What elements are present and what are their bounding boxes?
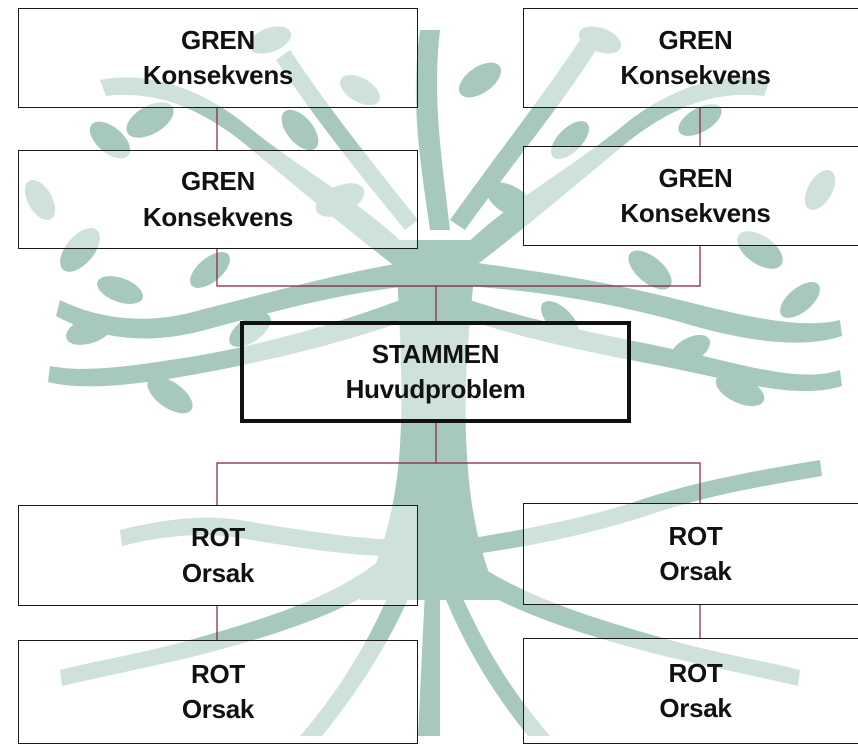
branch-title: GREN: [181, 24, 255, 55]
root-node-lower-right: ROT Orsak: [523, 638, 858, 744]
branch-subtitle: Konsekvens: [142, 60, 294, 90]
branch-node-top-left: GREN Konsekvens: [18, 8, 418, 108]
root-title: ROT: [668, 657, 723, 688]
root-title: ROT: [668, 520, 723, 551]
branch-title: GREN: [658, 162, 733, 193]
connector-branches-to-trunk: [216, 246, 701, 287]
root-node-upper-right: ROT Orsak: [523, 503, 858, 605]
branch-node-middle-left: GREN Konsekvens: [18, 150, 418, 249]
trunk-subtitle: Huvudproblem: [345, 374, 526, 404]
branch-node-top-right: GREN Konsekvens: [523, 8, 858, 108]
branch-node-middle-right: GREN Konsekvens: [523, 146, 858, 246]
root-subtitle: Orsak: [181, 694, 255, 724]
root-subtitle: Orsak: [659, 693, 732, 723]
root-node-upper-left: ROT Orsak: [18, 505, 418, 606]
branch-title: GREN: [181, 166, 255, 197]
branch-subtitle: Konsekvens: [142, 201, 294, 232]
branch-title: GREN: [658, 24, 733, 55]
branch-subtitle: Konsekvens: [620, 60, 771, 90]
root-subtitle: Orsak: [181, 557, 255, 588]
trunk-title: STAMMEN: [371, 338, 500, 369]
branch-subtitle: Konsekvens: [620, 198, 771, 228]
connector-trunk-to-roots: [216, 462, 701, 505]
root-node-lower-left: ROT Orsak: [18, 640, 418, 744]
root-subtitle: Orsak: [659, 556, 732, 586]
trunk-node: STAMMEN Huvudproblem: [240, 321, 631, 423]
root-title: ROT: [191, 658, 245, 689]
root-title: ROT: [191, 522, 245, 553]
